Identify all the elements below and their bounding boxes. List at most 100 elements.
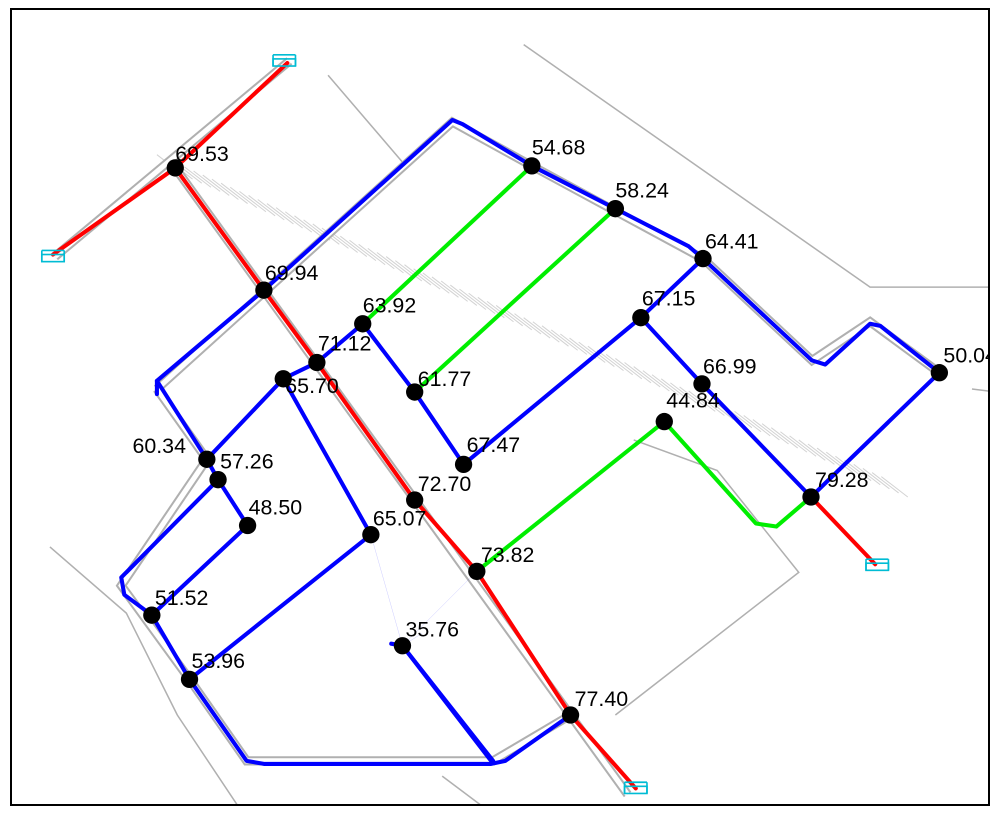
pipe-trunk-main <box>173 165 638 791</box>
parcel-line <box>587 345 615 367</box>
manhole-node-icon <box>468 562 486 581</box>
node-label-n14: 60.34 <box>132 434 186 458</box>
outlet-icon <box>272 54 297 67</box>
manhole-node-icon <box>632 309 650 327</box>
node-label-n2: 54.68 <box>532 136 586 160</box>
node-label-n21: 73.82 <box>481 543 534 567</box>
manhole-node-icon <box>180 670 199 689</box>
parcel-hatch <box>156 154 909 498</box>
manhole-node-icon <box>694 249 712 268</box>
pipe-green-south <box>474 419 814 574</box>
node-label-n16: 67.47 <box>467 433 520 457</box>
manhole-node-icon <box>198 450 216 468</box>
street-boundary-a <box>327 74 408 168</box>
manhole-node-icon <box>406 383 424 401</box>
node-label-n24: 53.96 <box>192 649 246 673</box>
map-frame: 69.53 54.68 58.24 64.41 69.94 63.92 71.1… <box>10 8 990 806</box>
parcel-line <box>596 349 624 372</box>
parcel-line <box>825 451 854 473</box>
parcel-line <box>330 231 358 253</box>
parcel-line <box>422 272 450 294</box>
parcel-line <box>844 459 872 482</box>
parcel-line <box>871 472 899 494</box>
street-boundary-b <box>523 44 988 288</box>
parcel-line <box>495 305 523 327</box>
parcel-line <box>532 321 560 343</box>
node-label-n10: 61.77 <box>418 367 471 391</box>
network-map[interactable]: 69.53 54.68 58.24 64.41 69.94 63.92 71.1… <box>12 10 990 806</box>
parcel-line <box>560 333 588 355</box>
street-ring-north <box>153 116 943 393</box>
parcel-line <box>294 215 322 237</box>
parcel-line <box>798 439 826 461</box>
node-label-n5: 69.94 <box>265 261 319 285</box>
parcel-line <box>248 195 276 217</box>
node-label-n3: 58.24 <box>615 178 669 202</box>
node-label-n6: 63.92 <box>363 294 417 318</box>
manhole-node-icon <box>655 412 673 431</box>
parcel-line <box>450 284 478 306</box>
parcel-line <box>550 329 578 351</box>
parcel-line <box>578 341 606 363</box>
outlet-layer <box>40 54 890 795</box>
manhole-node-icon <box>454 455 473 474</box>
parcel-line <box>743 415 771 437</box>
manhole-node-icon <box>523 157 541 175</box>
parcel-line <box>615 358 643 380</box>
parcel-line <box>440 280 468 302</box>
node-label-n15: 57.26 <box>220 449 274 473</box>
parcel-line <box>660 378 689 400</box>
parcel-line <box>376 252 404 274</box>
pipe-hidden <box>370 534 403 646</box>
parcel-line <box>853 463 881 486</box>
outlet-icon <box>623 781 648 795</box>
pipe-green-middle <box>412 206 618 395</box>
parcel-line <box>184 166 212 188</box>
parcel-line <box>679 386 707 408</box>
manhole-node-icon <box>143 606 161 624</box>
node-label-n18: 79.28 <box>815 468 869 492</box>
parcel-line <box>367 247 395 270</box>
parcel-line <box>633 366 661 388</box>
parcel-line <box>541 325 569 347</box>
manhole-node-icon <box>308 353 326 372</box>
node-label-n11: 66.99 <box>703 355 757 379</box>
node-label-n25: 77.40 <box>575 687 629 711</box>
manhole-node-icon <box>930 364 949 382</box>
parcel-line <box>569 337 597 359</box>
pipe-south-spur-b <box>389 641 494 763</box>
parcel-line <box>770 427 799 449</box>
street-boundary-e <box>441 775 481 804</box>
parcel-line <box>459 288 487 310</box>
parcel-line <box>780 431 808 453</box>
pipe-hidden-b <box>402 571 477 646</box>
pipe-green-north <box>360 163 534 326</box>
manhole-node-icon <box>693 375 711 393</box>
parcel-line <box>642 370 670 392</box>
parcel-line <box>220 182 248 204</box>
parcel-line <box>835 455 863 478</box>
manhole-node-icon <box>362 526 380 544</box>
manhole-node-icon <box>606 200 625 218</box>
pipe-west-loop <box>154 360 319 462</box>
parcel-line <box>339 235 368 257</box>
manhole-node-icon <box>354 315 372 333</box>
node-label-n19: 48.50 <box>249 495 303 519</box>
parcel-line <box>789 435 817 457</box>
pipe-ring-north <box>154 117 942 397</box>
node-label-n23: 35.76 <box>406 618 460 642</box>
parcel-line <box>880 476 909 498</box>
parcel-line <box>807 443 835 465</box>
pipe-east <box>638 315 942 500</box>
pipe-center-west <box>187 376 373 682</box>
node-label-n17: 72.70 <box>418 472 472 496</box>
parcel-line <box>706 398 734 420</box>
manhole-node-icon <box>406 491 424 509</box>
parcel-line <box>734 411 762 433</box>
parcel-line <box>284 211 313 233</box>
parcel-line <box>239 190 267 213</box>
parcel-line <box>202 174 230 196</box>
parcel-line <box>358 243 386 266</box>
parcel-line <box>468 292 496 315</box>
street-boundary-d <box>614 439 800 716</box>
